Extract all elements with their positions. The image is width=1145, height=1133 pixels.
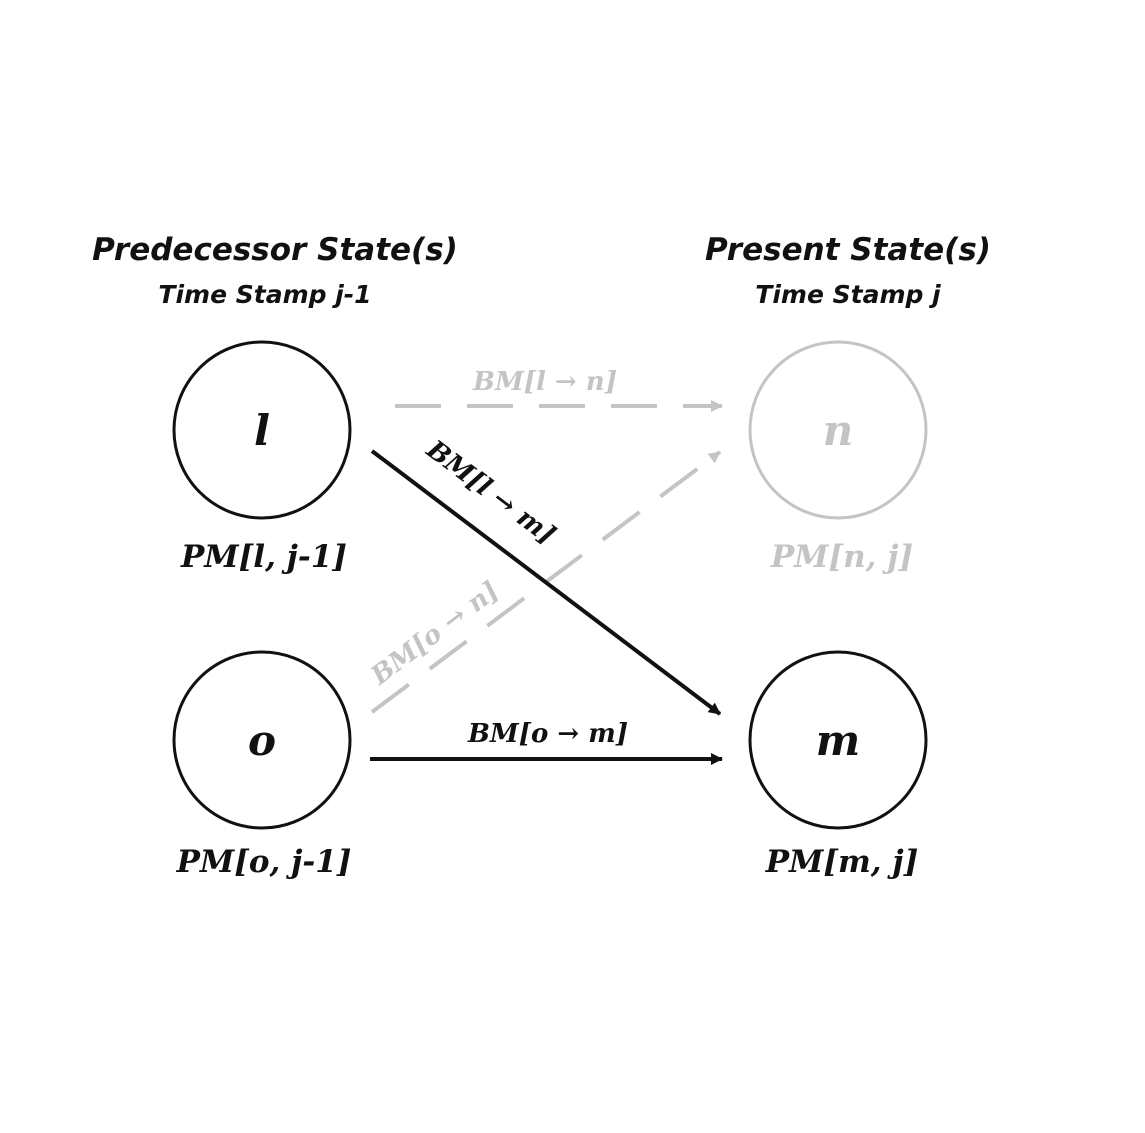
predecessor-title: Predecessor State(s) <box>92 232 458 268</box>
state-n-metric: PM[n, j] <box>770 539 913 575</box>
state-l-node <box>172 340 352 520</box>
predecessor-subtitle: Time Stamp j-1 <box>158 280 371 309</box>
branch-l-to-n-label: BM[l → n] <box>472 367 617 397</box>
branch-l-to-m-label: BM[l → m] <box>420 434 561 550</box>
state-m-node <box>748 650 928 830</box>
state-l-metric: PM[l, j-1] <box>180 539 347 575</box>
state-o-label: o <box>248 716 276 765</box>
present-title: Present State(s) <box>705 232 991 268</box>
state-n-node <box>748 340 928 520</box>
branch-o-to-m-label: BM[o → m] <box>467 719 628 749</box>
state-m-metric: PM[m, j] <box>765 844 919 880</box>
present-subtitle: Time Stamp j <box>755 280 941 309</box>
state-m-label: m <box>816 716 860 765</box>
branch-o-to-n-label: BM[o → n] <box>365 576 505 692</box>
state-o-metric: PM[o, j-1] <box>176 844 352 880</box>
state-n-label: n <box>823 406 854 455</box>
state-l-label: l <box>254 406 270 455</box>
branch-l-to-m-arrow <box>370 449 722 716</box>
state-o-node <box>172 650 352 830</box>
